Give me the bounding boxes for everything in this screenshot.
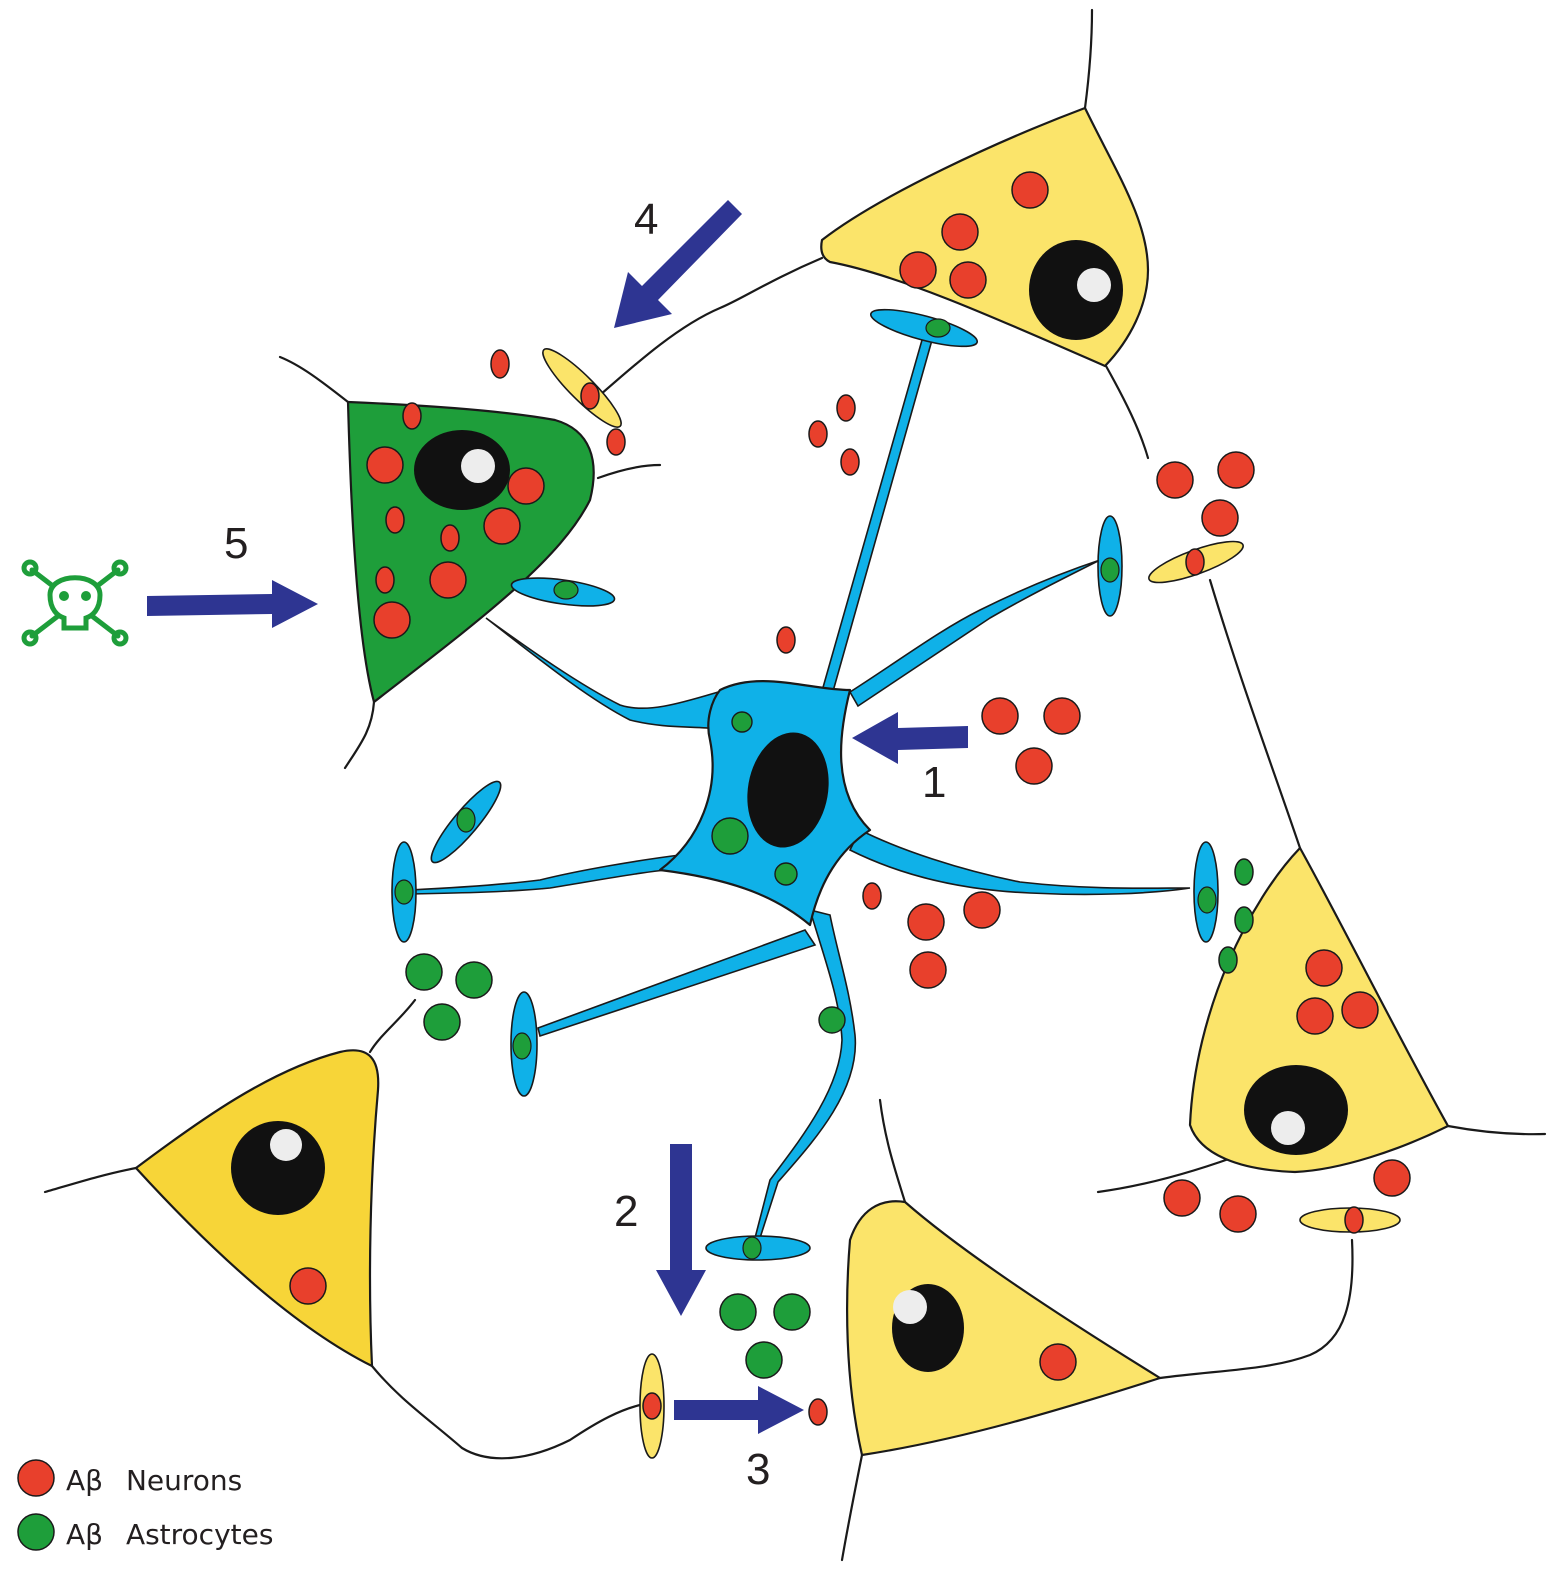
nuclei xyxy=(231,240,1348,1372)
synapses xyxy=(391,308,1401,1459)
svg-text:Aβ Neurons: Aβ Neurons xyxy=(66,1464,242,1497)
legend-label-astrocytes: Astrocytes xyxy=(126,1518,274,1551)
neuron-bottom-center xyxy=(846,1200,1162,1457)
arrow-1 xyxy=(852,712,968,764)
step-label-1: 1 xyxy=(922,758,946,807)
legend-swatch-neurons xyxy=(17,1459,55,1497)
svg-text:Aβ Astrocytes: Aβ Astrocytes xyxy=(66,1518,273,1551)
legend-prefix-neurons: Aβ xyxy=(66,1464,103,1497)
legend-prefix-astrocytes: Aβ xyxy=(66,1518,103,1551)
step-label-2: 2 xyxy=(614,1187,638,1236)
legend-swatch-astrocytes xyxy=(17,1513,55,1551)
step-label-3: 3 xyxy=(746,1445,770,1494)
arrows xyxy=(147,200,968,1434)
legend-label-neurons: Neurons xyxy=(126,1464,242,1497)
step-label-5: 5 xyxy=(224,519,248,568)
legend-item-astrocytes: Aβ Astrocytes xyxy=(17,1513,273,1551)
ab-neurons-particles xyxy=(289,171,1411,1426)
ab-astrocytes-particles xyxy=(405,858,1254,1379)
step-label-4: 4 xyxy=(634,195,658,244)
legend: Aβ Neurons Aβ Astrocytes xyxy=(17,1459,273,1551)
legend-item-neurons: Aβ Neurons xyxy=(17,1459,242,1497)
arrow-2 xyxy=(656,1144,706,1316)
astrocyte xyxy=(409,339,1191,1239)
skull-crossbones-icon xyxy=(21,559,129,647)
arrow-5 xyxy=(147,580,318,628)
arrow-4 xyxy=(614,200,742,328)
arrow-3 xyxy=(674,1386,804,1434)
